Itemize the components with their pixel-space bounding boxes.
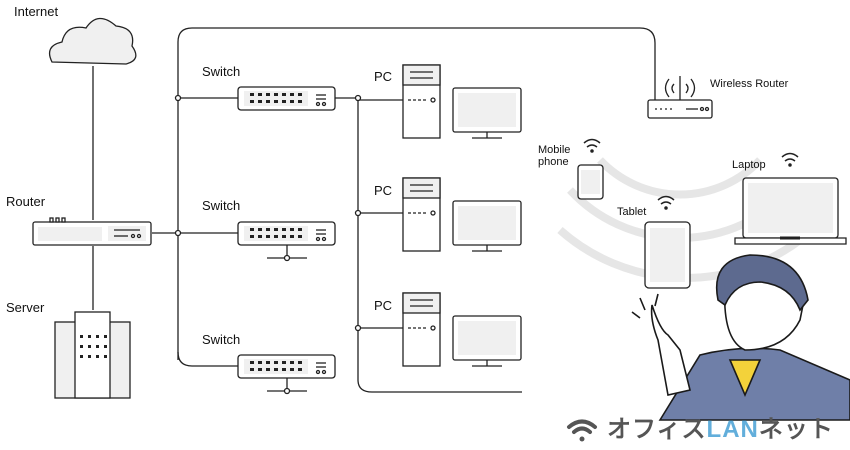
wifi-icon-laptop [781,152,799,167]
switch-icon-3 [237,354,336,379]
businessman-illustration [631,254,850,421]
server-building-icon [54,311,131,399]
mobile-phone-label-1: Mobile [538,144,571,156]
wifi-logo-icon [567,419,597,442]
switch-icon-2 [237,221,336,246]
pc-icon-2 [402,177,522,252]
logo-text-1: オフィス [607,416,707,443]
mobile-phone-label-2: phone [538,156,569,168]
mobile-phone-icon [577,164,604,200]
switch-label-1: Switch [202,64,241,79]
pc-label-3: PC [374,298,393,313]
pc-label-2: PC [374,183,393,198]
switch-label-3: Switch [202,332,241,347]
router-label: Router [6,194,46,209]
laptop-label: Laptop [732,159,766,171]
router-icon [32,217,152,246]
tablet-icon [644,221,691,289]
pc-icon-3 [402,292,522,367]
internet-cloud-icon [48,17,137,65]
internet-label: Internet [14,4,59,19]
laptop-icon [734,177,847,245]
wireless-router-label: Wireless Router [710,78,789,90]
pc-icon-1 [402,64,522,139]
wifi-icon-phone [583,138,601,153]
pc-label-1: PC [374,69,393,84]
switch-label-2: Switch [202,198,241,213]
switch-icon-1 [237,86,336,111]
wireless-router-icon [647,76,713,119]
server-label: Server [6,300,45,315]
logo-text-2: LAN [706,416,759,443]
junction-dots [174,94,362,395]
logo-text-3: ネット [758,416,834,443]
wifi-icon-tablet [657,195,675,210]
tablet-label: Tablet [617,206,647,218]
site-logo: オフィスLANネット [565,416,834,444]
